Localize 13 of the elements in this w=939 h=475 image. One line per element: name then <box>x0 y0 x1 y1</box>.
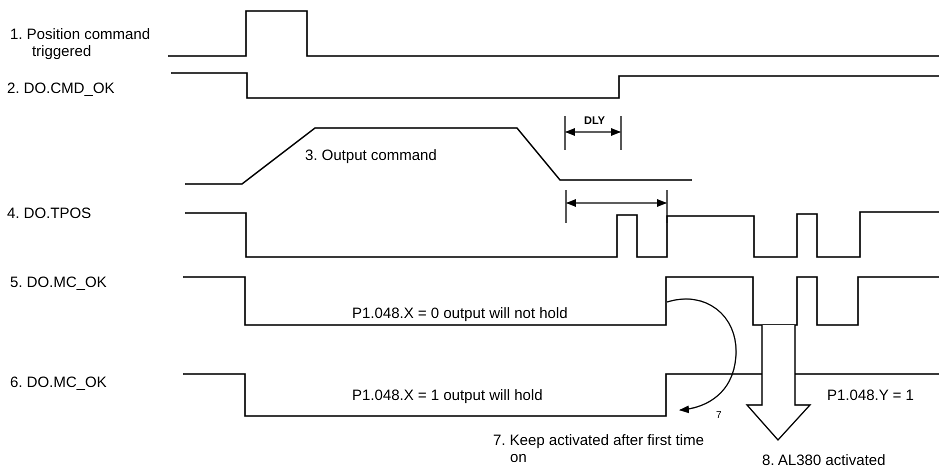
dimension-label: DLY <box>584 115 605 127</box>
signal-label: P1.048.X = 0 output will not hold <box>352 305 568 322</box>
signal-label: 8. AL380 activated <box>762 452 886 469</box>
signal-label: 7. Keep activated after first time on <box>493 432 705 466</box>
signal-label: 3. Output command <box>305 147 437 164</box>
callout-number: 7 <box>716 410 722 421</box>
signal-label: 4. DO.TPOS <box>7 205 92 222</box>
signal-label: 5. DO.MC_OK <box>10 274 107 291</box>
signal-label: 2. DO.CMD_OK <box>7 80 115 97</box>
signal-label: 6. DO.MC_OK <box>10 374 107 391</box>
signal-label: P1.048.Y = 1 <box>827 387 914 404</box>
signal-label: P1.048.X = 1 output will hold <box>352 387 543 404</box>
signal-label: 1. Position command triggered <box>10 26 152 60</box>
